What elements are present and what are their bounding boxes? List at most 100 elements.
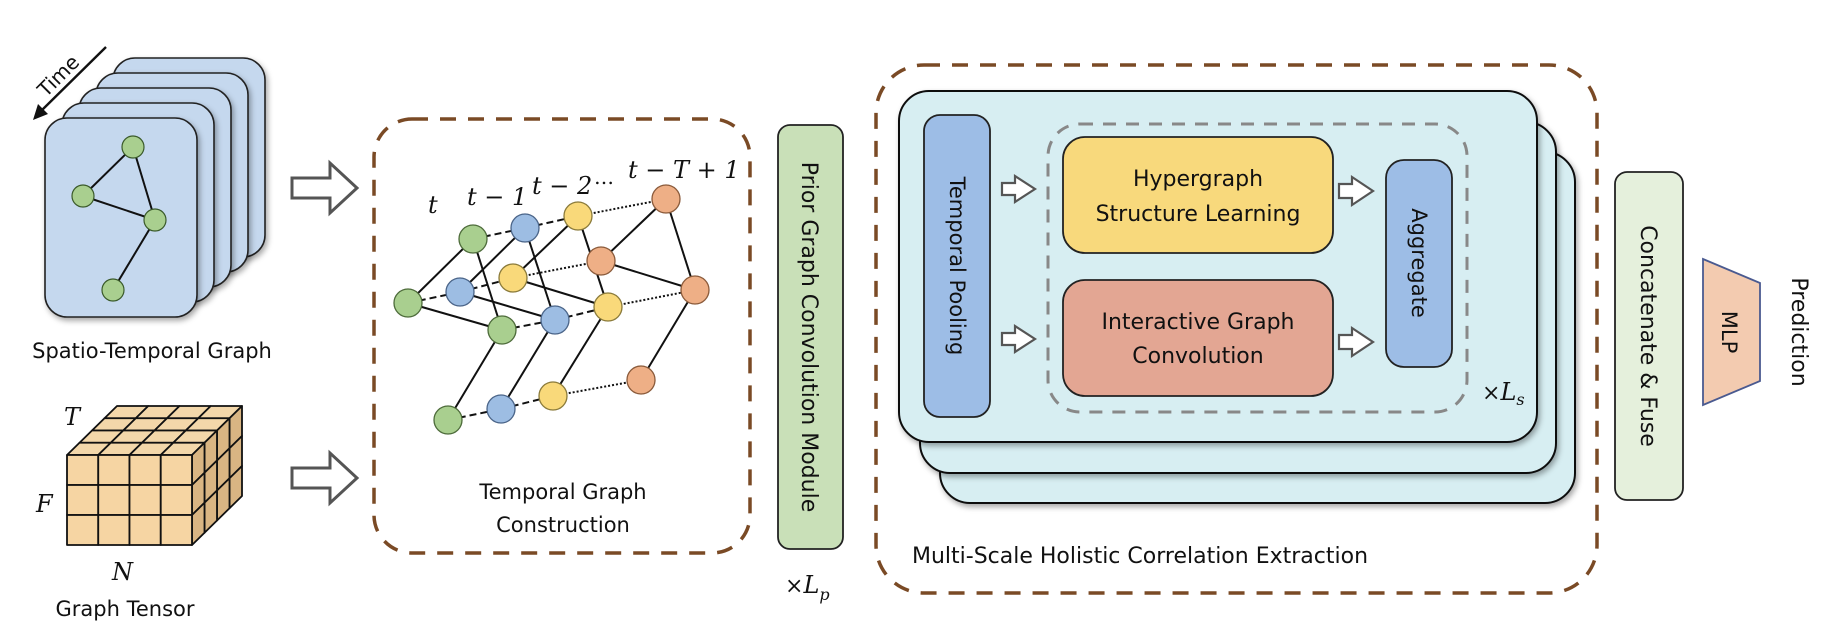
graph-node bbox=[71, 184, 95, 208]
prediction-label: Prediction bbox=[1786, 277, 1811, 386]
spatial-edge bbox=[407, 302, 503, 331]
tensor-cell-front bbox=[128, 484, 162, 516]
concatenate-fuse-label: Concatenate & Fuse bbox=[1635, 225, 1660, 447]
temporal-graph-node bbox=[486, 394, 516, 424]
interactive-graph-label: Convolution bbox=[1132, 344, 1263, 369]
temporal-edge bbox=[577, 198, 667, 217]
tensor-cell-front bbox=[66, 484, 100, 516]
temporal-graph-node bbox=[538, 381, 568, 411]
spatial-edge bbox=[500, 319, 556, 410]
temporal-graph-caption: Temporal Graph bbox=[478, 480, 646, 504]
temporal-pooling-block bbox=[923, 114, 991, 418]
aggregate-block bbox=[1385, 159, 1453, 368]
graph-node bbox=[101, 278, 125, 302]
time-step-label: t bbox=[428, 191, 438, 219]
temporal-graph-caption: Construction bbox=[496, 513, 630, 537]
prior-graph-convolution-label: Prior Graph Convolution Module bbox=[796, 162, 821, 512]
graph-node bbox=[143, 208, 167, 232]
temporal-edge bbox=[512, 260, 602, 279]
arrow-right-icon bbox=[1000, 323, 1038, 355]
spatio-temporal-graph: Time Spatio-Temporal Graph bbox=[32, 46, 272, 363]
tensor-cell-front bbox=[159, 484, 193, 516]
hypergraph-label: Structure Learning bbox=[1096, 202, 1301, 227]
temporal-graph-node bbox=[626, 365, 656, 395]
aggregate-label: Aggregate bbox=[1407, 208, 1431, 317]
tensor-axis-t: T bbox=[64, 403, 82, 431]
scale-block-dashed-group bbox=[1046, 122, 1469, 414]
temporal-graph-node bbox=[487, 315, 517, 345]
temporal-graph-node bbox=[433, 405, 463, 435]
graph-tensor-label: Graph Tensor bbox=[55, 597, 194, 621]
spatial-edge bbox=[459, 291, 556, 321]
tensor-cell-front bbox=[128, 514, 162, 546]
temporal-graph-node bbox=[458, 224, 488, 254]
scale-repeat: ×Ls bbox=[1482, 378, 1525, 409]
spatial-edge bbox=[640, 289, 696, 381]
temporal-graph-construction-box bbox=[372, 117, 752, 555]
prior-graph-convolution-module bbox=[777, 124, 844, 550]
temporal-graph-node bbox=[593, 292, 623, 322]
temporal-pooling-label: Temporal Pooling bbox=[945, 176, 969, 356]
graph-card-front bbox=[44, 117, 198, 318]
spatial-edge bbox=[459, 227, 526, 293]
temporal-graph-node bbox=[563, 201, 593, 231]
time-step-label: t − T + 1 bbox=[628, 156, 740, 184]
spatial-edge bbox=[472, 238, 503, 331]
prior-graph-repeat: ×Lp bbox=[785, 571, 830, 604]
tensor-cell-front bbox=[128, 454, 162, 486]
spatial-edge bbox=[600, 198, 667, 262]
graph-tensor bbox=[66, 405, 243, 546]
arrow-right-icon bbox=[1337, 325, 1375, 359]
tensor-cell-front bbox=[66, 454, 100, 486]
scale-card-front bbox=[898, 90, 1538, 443]
spatial-edge bbox=[407, 238, 474, 304]
spatial-edge bbox=[665, 198, 696, 291]
time-step-label: t − 1 bbox=[467, 183, 527, 211]
tensor-cell-front bbox=[97, 454, 131, 486]
spatial-edge bbox=[512, 215, 579, 279]
tensor-cell-front bbox=[159, 454, 193, 486]
concatenate-fuse-block bbox=[1614, 171, 1684, 501]
temporal-edge bbox=[607, 289, 696, 308]
tensor-cell-front bbox=[97, 484, 131, 516]
arrow-right-icon bbox=[290, 449, 360, 507]
mlp-label: MLP bbox=[1717, 311, 1741, 353]
interactive-graph-convolution-block bbox=[1062, 279, 1334, 397]
spatial-edge bbox=[524, 227, 556, 321]
spatio-temporal-graph-label: Spatio-Temporal Graph bbox=[32, 339, 272, 363]
spatial-edge bbox=[447, 329, 503, 421]
multi-scale-caption: Multi-Scale Holistic Correlation Extract… bbox=[912, 544, 1368, 569]
temporal-graph-node bbox=[510, 213, 540, 243]
graph-node bbox=[121, 135, 145, 159]
temporal-graph-node bbox=[445, 277, 475, 307]
temporal-edge bbox=[552, 379, 642, 397]
hypergraph-structure-learning-block bbox=[1062, 136, 1334, 254]
spatial-edge bbox=[600, 260, 696, 291]
temporal-graph-node bbox=[586, 246, 616, 276]
time-step-label: … bbox=[594, 165, 614, 189]
temporal-graph-node bbox=[680, 275, 710, 305]
temporal-graph-node bbox=[498, 263, 528, 293]
multi-scale-extraction-box bbox=[874, 63, 1599, 595]
graph-nodes bbox=[71, 135, 167, 302]
temporal-graph-node bbox=[393, 288, 423, 318]
spatial-edge bbox=[552, 306, 609, 397]
arrow-right-icon bbox=[1337, 174, 1375, 208]
hypergraph-label: Hypergraph bbox=[1133, 167, 1263, 192]
mlp-block bbox=[1702, 257, 1761, 407]
interactive-graph-label: Interactive Graph bbox=[1102, 310, 1295, 335]
tensor-cell-front bbox=[159, 514, 193, 546]
tensor-cell-front bbox=[66, 514, 100, 546]
temporal-graph-node bbox=[651, 184, 681, 214]
arrow-right-icon bbox=[1000, 173, 1038, 205]
tensor-axis-n: N bbox=[111, 558, 134, 586]
arrow-right-icon bbox=[290, 159, 360, 217]
time-arrow-icon bbox=[33, 46, 107, 120]
time-step-label: t − 2 bbox=[532, 172, 592, 200]
tensor-axis-f: F bbox=[35, 490, 54, 518]
temporal-graph-node bbox=[540, 305, 570, 335]
graph-edges bbox=[82, 146, 156, 291]
temporal-graph bbox=[393, 184, 710, 435]
tensor-cell-front bbox=[97, 514, 131, 546]
